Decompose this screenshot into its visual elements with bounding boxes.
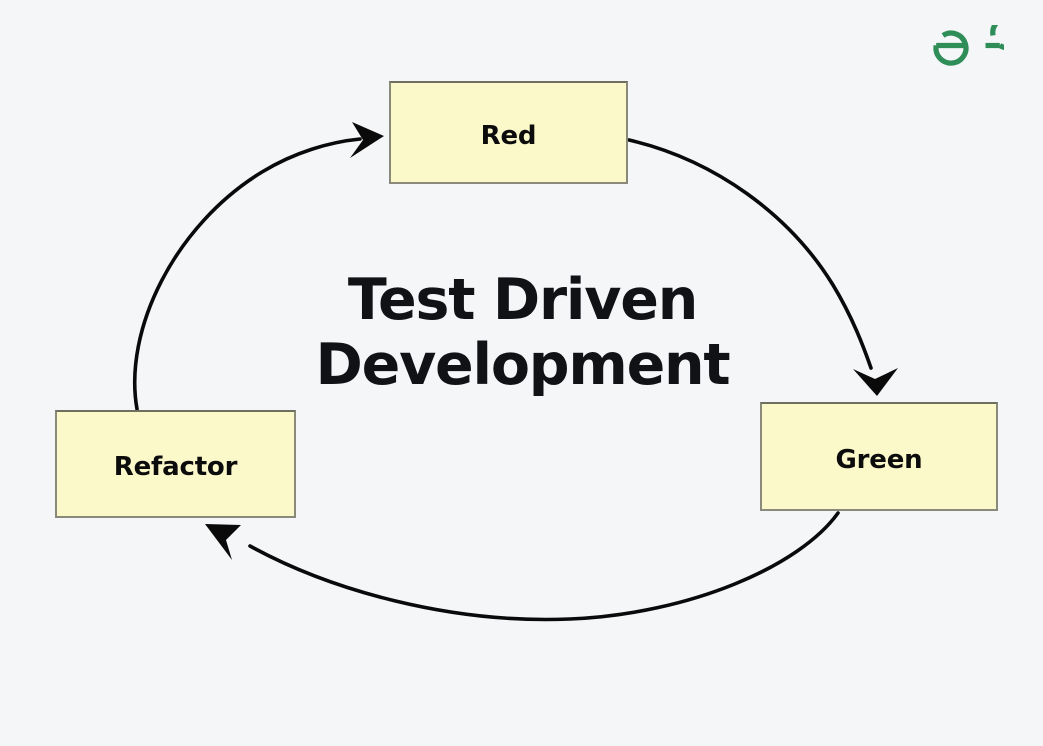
- node-red[interactable]: Red: [389, 81, 628, 184]
- page-title-line-1: Test Driven: [347, 267, 698, 333]
- geeksforgeeks-logo[interactable]: [932, 25, 1004, 67]
- node-refactor[interactable]: Refactor: [55, 410, 296, 518]
- node-red-label: Red: [480, 120, 537, 151]
- node-refactor-label: Refactor: [113, 452, 238, 482]
- arrowhead-green: [853, 368, 898, 396]
- arrowhead-refactor: [205, 524, 241, 560]
- node-green[interactable]: Green: [760, 402, 998, 511]
- page-title: Test Driven Development: [270, 268, 775, 398]
- arrowhead-red: [350, 122, 384, 158]
- arrow-green-to-refactor: [205, 511, 840, 622]
- page-title-line-2: Development: [315, 331, 731, 398]
- node-green-label: Green: [835, 444, 923, 475]
